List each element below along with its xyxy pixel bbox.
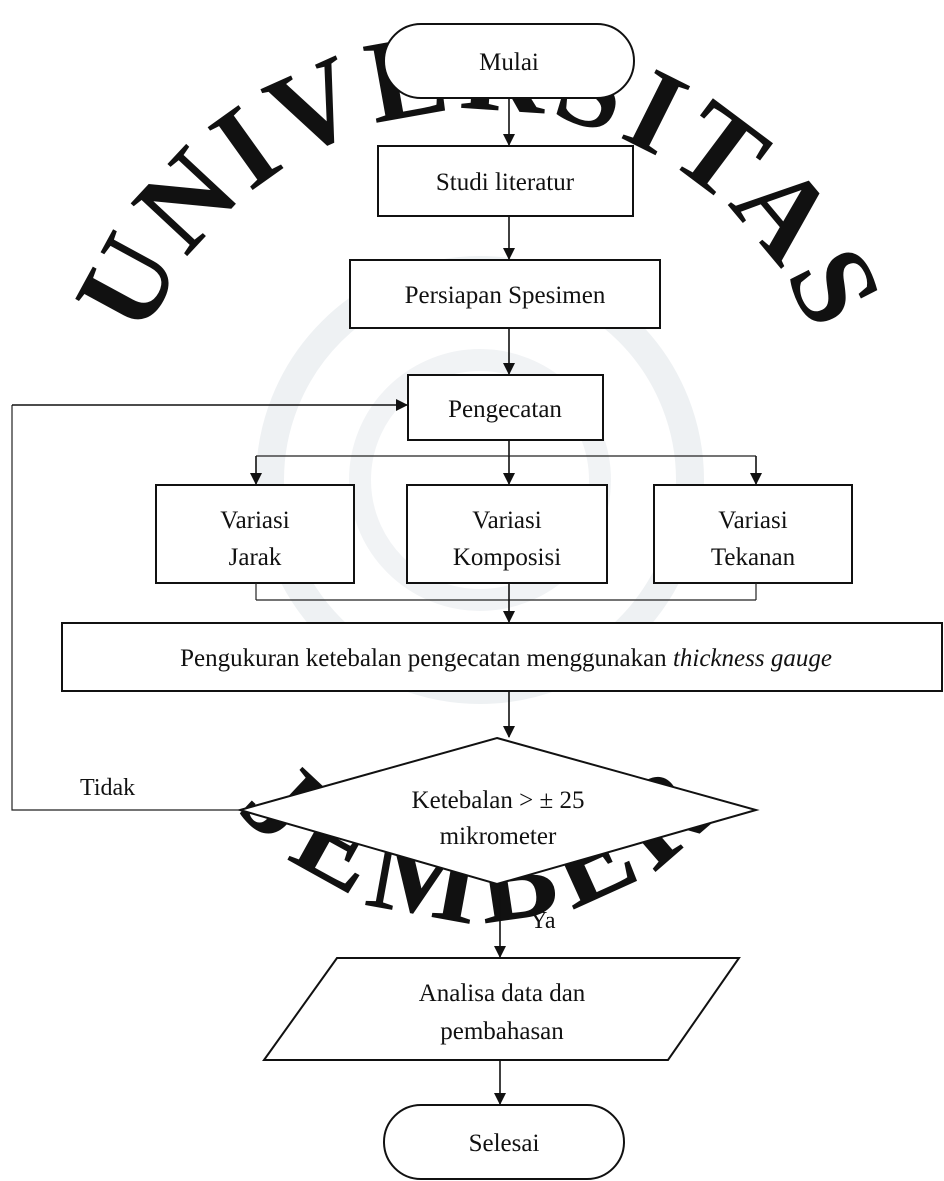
painting-label: Pengecatan <box>448 396 562 423</box>
end-terminal <box>383 1104 625 1180</box>
measurement-label: Pengukuran ketebalan pengecatan mengguna… <box>180 645 832 672</box>
yes-label: Ya <box>530 908 556 934</box>
variation-composition-process <box>406 484 608 584</box>
variation-composition-line2: Komposisi <box>453 544 561 571</box>
decision-line2: mikrometer <box>440 823 557 850</box>
analysis-io <box>262 957 741 1061</box>
painting-process <box>407 374 604 441</box>
end-label: Selesai <box>469 1130 540 1157</box>
loop-back-line <box>11 405 240 811</box>
start-label: Mulai <box>479 49 539 76</box>
decision-line1: Ketebalan > ± 25 <box>412 787 585 814</box>
variation-composition-line1: Variasi <box>472 507 541 534</box>
measurement-label-italic: thickness gauge <box>673 645 832 672</box>
variation-pressure-process <box>653 484 853 584</box>
variation-distance-line2: Jarak <box>229 544 282 571</box>
thickness-decision <box>236 736 760 886</box>
measurement-label-prefix: Pengukuran ketebalan pengecatan mengguna… <box>180 645 667 672</box>
variation-distance-line1: Variasi <box>220 507 289 534</box>
variation-pressure-line2: Tekanan <box>711 544 796 571</box>
measurement-process <box>61 622 943 692</box>
specimen-label: Persiapan Spesimen <box>405 282 606 309</box>
analysis-line1: Analisa data dan <box>419 980 586 1007</box>
variation-distance-process <box>155 484 355 584</box>
literature-process <box>377 145 634 217</box>
analysis-line2: pembahasan <box>440 1018 564 1045</box>
no-label: Tidak <box>80 775 135 801</box>
literature-label: Studi literatur <box>436 169 575 196</box>
variation-pressure-line1: Variasi <box>718 507 787 534</box>
specimen-process <box>349 259 661 329</box>
